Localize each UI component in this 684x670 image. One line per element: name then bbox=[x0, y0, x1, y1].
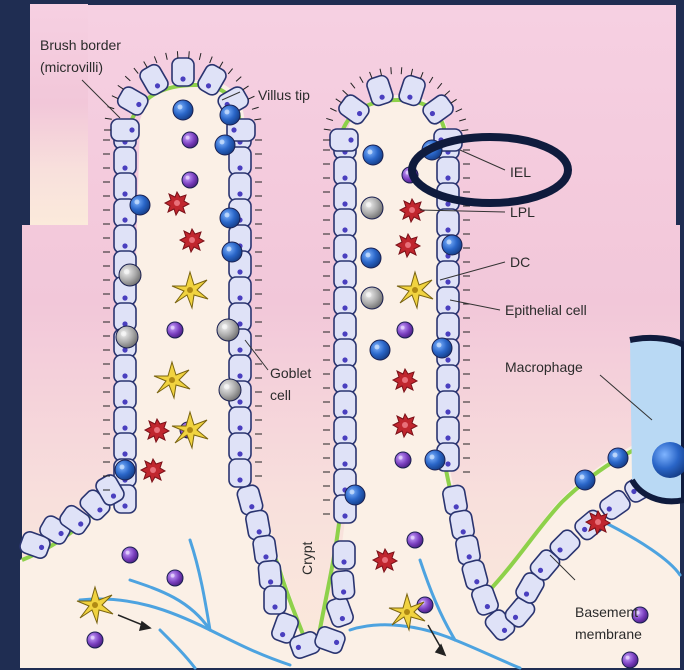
epithelial-cell bbox=[333, 541, 355, 569]
iel-cell-icon bbox=[115, 460, 135, 480]
goblet-cell-icon bbox=[361, 197, 383, 219]
lpl-cell-icon bbox=[395, 452, 411, 468]
partial-structure-right bbox=[630, 338, 684, 501]
goblet-cell-icon bbox=[119, 264, 141, 286]
lpl-cell-icon bbox=[167, 570, 183, 586]
lpl-cell-icon bbox=[407, 532, 423, 548]
label-basement: Basement bbox=[575, 604, 638, 620]
iel-cell-icon bbox=[575, 470, 595, 490]
goblet-cell-icon bbox=[361, 287, 383, 309]
iel-cell-icon bbox=[220, 208, 240, 228]
epithelial-cell bbox=[334, 313, 356, 341]
iel-cell-icon bbox=[442, 235, 462, 255]
iel-cell-icon bbox=[361, 248, 381, 268]
iel-cell-icon bbox=[220, 105, 240, 125]
label-goblet: Goblet bbox=[270, 365, 311, 381]
epithelial-cell bbox=[334, 287, 356, 315]
epithelial-cell bbox=[229, 173, 251, 201]
goblet-cell-icon bbox=[219, 379, 241, 401]
epithelial-cell bbox=[437, 417, 459, 445]
epithelial-cell bbox=[229, 433, 251, 461]
epithelial-cell bbox=[330, 129, 358, 151]
epithelial-cell bbox=[334, 183, 356, 211]
label-epithelial-cell: Epithelial cell bbox=[505, 302, 587, 318]
epithelial-cell bbox=[264, 586, 286, 614]
label-iel: IEL bbox=[510, 164, 531, 180]
epithelial-cell bbox=[334, 365, 356, 393]
label-membrane: membrane bbox=[575, 626, 642, 642]
epithelial-cell bbox=[172, 58, 194, 86]
epithelial-cell bbox=[331, 570, 355, 600]
epithelial-cell bbox=[334, 157, 356, 185]
epithelial-cell bbox=[114, 381, 136, 409]
epithelial-cell bbox=[437, 157, 459, 185]
epithelial-cell bbox=[229, 277, 251, 305]
goblet-cell-icon bbox=[116, 326, 138, 348]
epithelial-cell bbox=[437, 313, 459, 341]
iel-cell-icon bbox=[363, 145, 383, 165]
epithelial-cell bbox=[229, 407, 251, 435]
iel-cell-icon bbox=[215, 135, 235, 155]
label-microvilli: (microvilli) bbox=[40, 59, 103, 75]
iel-cell-icon bbox=[370, 340, 390, 360]
lpl-cell-icon bbox=[622, 652, 638, 668]
iel-cell-icon bbox=[425, 450, 445, 470]
lpl-cell-icon bbox=[87, 632, 103, 648]
goblet-cell-icon bbox=[217, 319, 239, 341]
label-lpl: LPL bbox=[510, 204, 535, 220]
epithelial-cell bbox=[437, 261, 459, 289]
label-dc: DC bbox=[510, 254, 530, 270]
lpl-cell-icon bbox=[397, 322, 413, 338]
label-villus-tip: Villus tip bbox=[258, 87, 310, 103]
epithelial-cell bbox=[334, 391, 356, 419]
frame-left-strip bbox=[22, 4, 30, 225]
epithelial-cell bbox=[229, 459, 251, 487]
frame-right-upper bbox=[676, 0, 684, 225]
iel-cell-icon bbox=[173, 100, 193, 120]
epithelial-cell bbox=[334, 443, 356, 471]
epithelial-cell bbox=[437, 391, 459, 419]
lpl-cell-icon bbox=[182, 172, 198, 188]
label-crypt: Crypt bbox=[299, 541, 315, 575]
epithelial-cell bbox=[114, 147, 136, 175]
epithelial-cell bbox=[334, 235, 356, 263]
epithelial-cell bbox=[114, 407, 136, 435]
iel-cell-icon bbox=[130, 195, 150, 215]
epithelial-cell bbox=[334, 261, 356, 289]
epithelial-cell bbox=[111, 119, 139, 141]
epithelial-cell bbox=[334, 339, 356, 367]
label-macrophage: Macrophage bbox=[505, 359, 583, 375]
label-brush-border: Brush border bbox=[40, 37, 121, 53]
epithelial-cell bbox=[334, 417, 356, 445]
epithelial-cell bbox=[114, 433, 136, 461]
lpl-cell-icon bbox=[167, 322, 183, 338]
epithelial-cell bbox=[114, 225, 136, 253]
iel-cell-icon bbox=[608, 448, 628, 468]
lpl-cell-icon bbox=[182, 132, 198, 148]
frame-top bbox=[0, 0, 684, 5]
lpl-cell-icon bbox=[122, 547, 138, 563]
epithelial-cell bbox=[114, 173, 136, 201]
epithelial-cell bbox=[334, 209, 356, 237]
iel-cell-icon bbox=[345, 485, 365, 505]
epithelial-cell bbox=[114, 355, 136, 383]
label-cell: cell bbox=[270, 387, 291, 403]
epithelial-cell bbox=[437, 365, 459, 393]
iel-cell-icon bbox=[222, 242, 242, 262]
iel-cell-icon bbox=[432, 338, 452, 358]
epithelial-cell bbox=[437, 209, 459, 237]
